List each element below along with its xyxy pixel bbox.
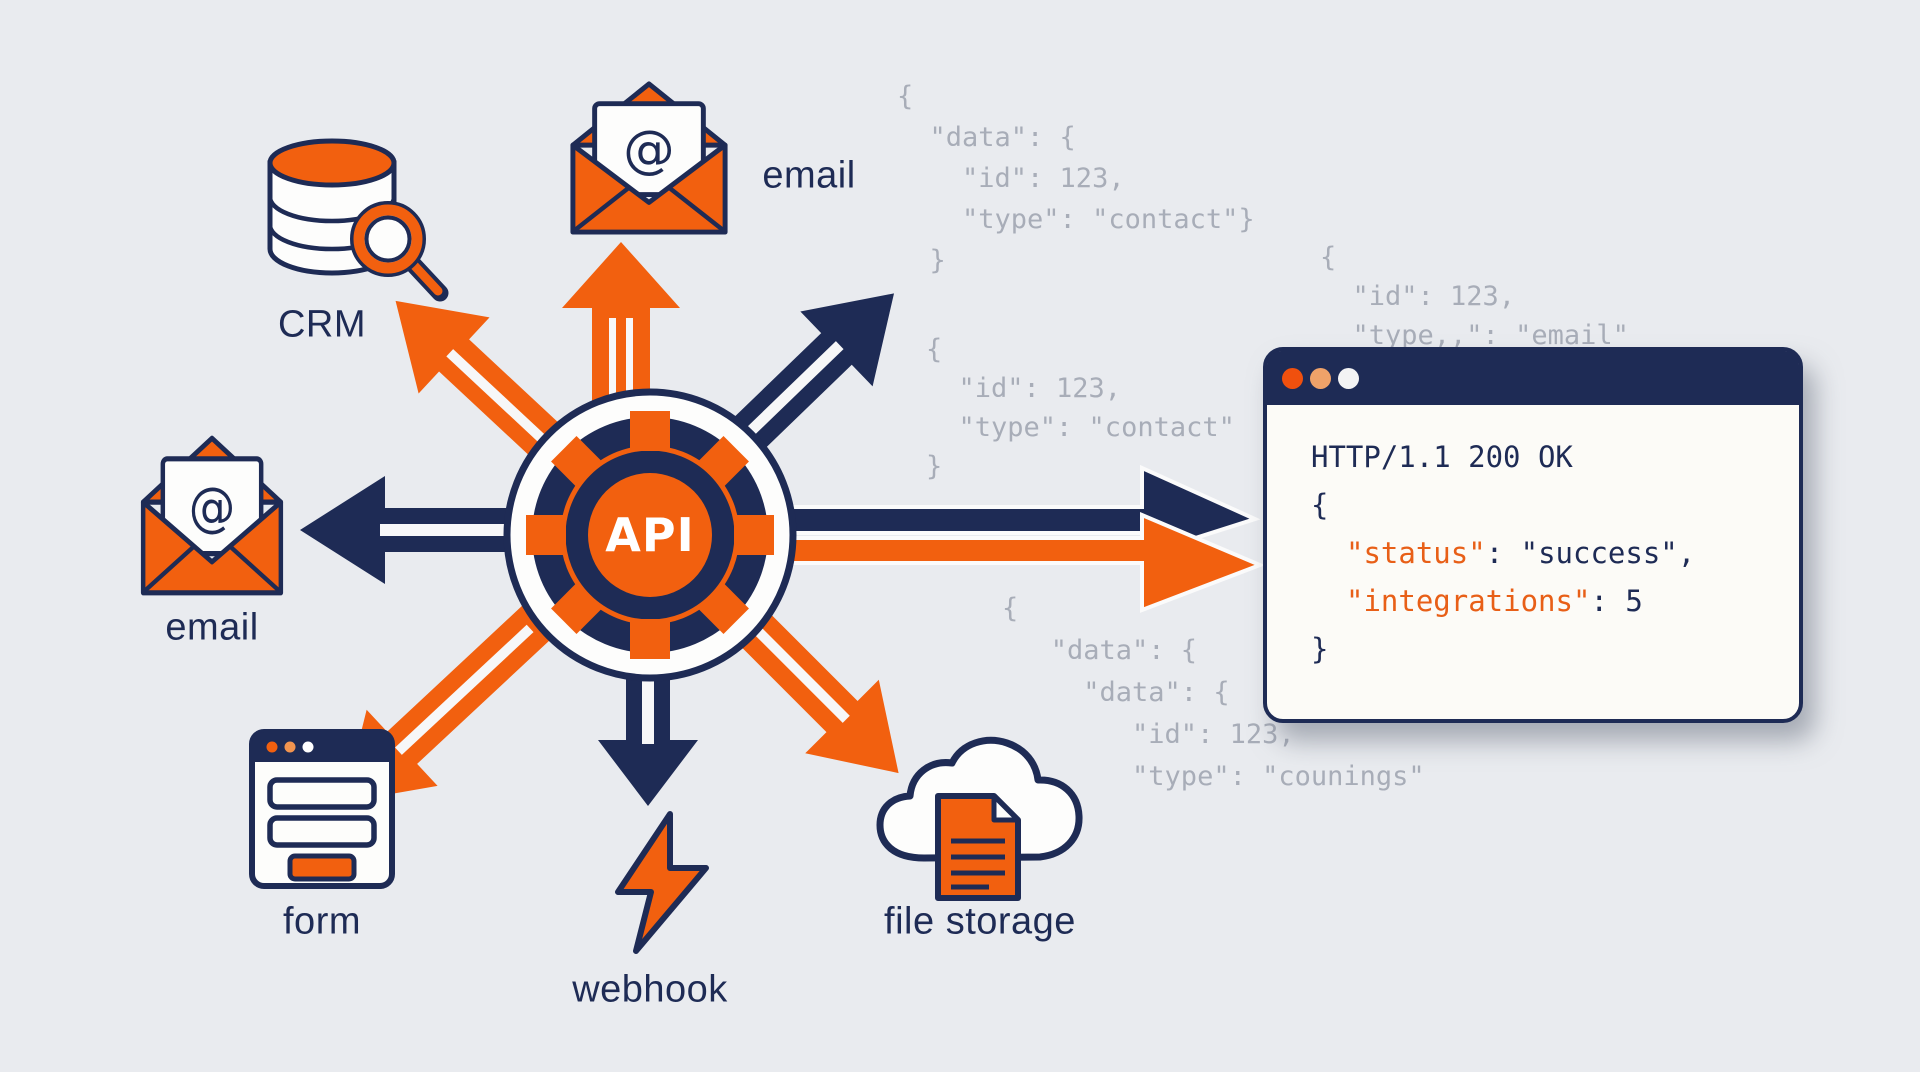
webhook-label: webhook [572,968,728,1011]
code-line: "data": { [1002,677,1230,708]
arrow-northeast-icon [709,293,895,473]
code-line: { [926,334,943,365]
arrow-east-icon [780,464,1265,613]
code-line: "type": "contact"} [897,204,1255,235]
traffic-light-orange-icon [1282,367,1303,389]
json-line-integrations: "integrations": 5 [1346,584,1643,618]
file-storage-icon [876,736,1083,901]
crm-label: CRM [277,303,367,346]
form-field [267,815,377,848]
json-open-brace: { [1311,488,1329,522]
json-close-brace: } [1311,632,1329,666]
code-line: "id": 123, [897,163,1125,194]
code-line: "id": 123, [1002,719,1295,750]
magnifier-icon [350,201,449,302]
webhook-lightning-icon [615,811,709,954]
code-snippet-bottom: { "data": { "data": { "id": 123, "type":… [1002,588,1425,798]
code-snippet-top: { "data": { "id": 123, "type": "contact"… [897,76,1255,281]
code-line: "id": 123, [926,373,1122,404]
code-line: { [897,81,914,112]
code-line: "type": "counings" [1002,761,1425,792]
at-symbol: @ [623,120,674,180]
traffic-light-peach-icon [1310,367,1331,389]
code-line: "id": 123, [1320,281,1516,312]
email-top-label: email [762,154,856,197]
code-line: } [926,451,943,482]
form-field [267,777,377,810]
traffic-light-white-icon [1338,367,1359,389]
email-left-label: email [165,606,259,649]
arrow-northwest-icon [395,300,583,478]
hub-gear-squares [526,411,774,659]
window-dot [302,741,314,753]
email-icon-top: @ [570,81,728,235]
arrow-southeast-icon [716,591,899,774]
response-body: HTTP/1.1 200 OK { "status": "success", "… [1267,405,1799,673]
email-icon-left: @ [140,435,284,596]
window-titlebar [1267,351,1799,405]
code-line: "type,,": "email" [1320,320,1629,351]
json-line-status: "status": "success", [1346,536,1696,570]
form-button [287,853,357,882]
code-line: { [1320,242,1337,273]
code-line: "type": "contact" [926,412,1235,443]
code-line: } [897,245,946,276]
form-label: form [283,900,361,943]
at-symbol: @ [189,475,235,538]
arrow-southwest-icon [343,605,553,803]
code-snippet-right: { "id": 123, "type,,": "email" [1320,238,1629,355]
code-line: "data": { [897,122,1076,153]
response-window: HTTP/1.1 200 OK { "status": "success", "… [1263,347,1803,723]
document-icon [935,793,1021,901]
http-status-line: HTTP/1.1 200 OK [1311,440,1573,474]
window-dot [284,741,296,753]
window-dot [266,741,278,753]
api-hub-label: API [605,508,694,562]
api-hub: API [503,388,797,682]
file-storage-label: file storage [884,900,1076,943]
form-icon [249,729,395,889]
code-line: { [1002,593,1019,624]
code-line: "data": { [1002,635,1198,666]
code-snippet-middle: { "id": 123, "type": "contact" } [926,330,1235,486]
arrow-north-icon [562,242,680,422]
crm-database-icon [267,138,449,302]
arrow-west-icon [300,476,535,584]
